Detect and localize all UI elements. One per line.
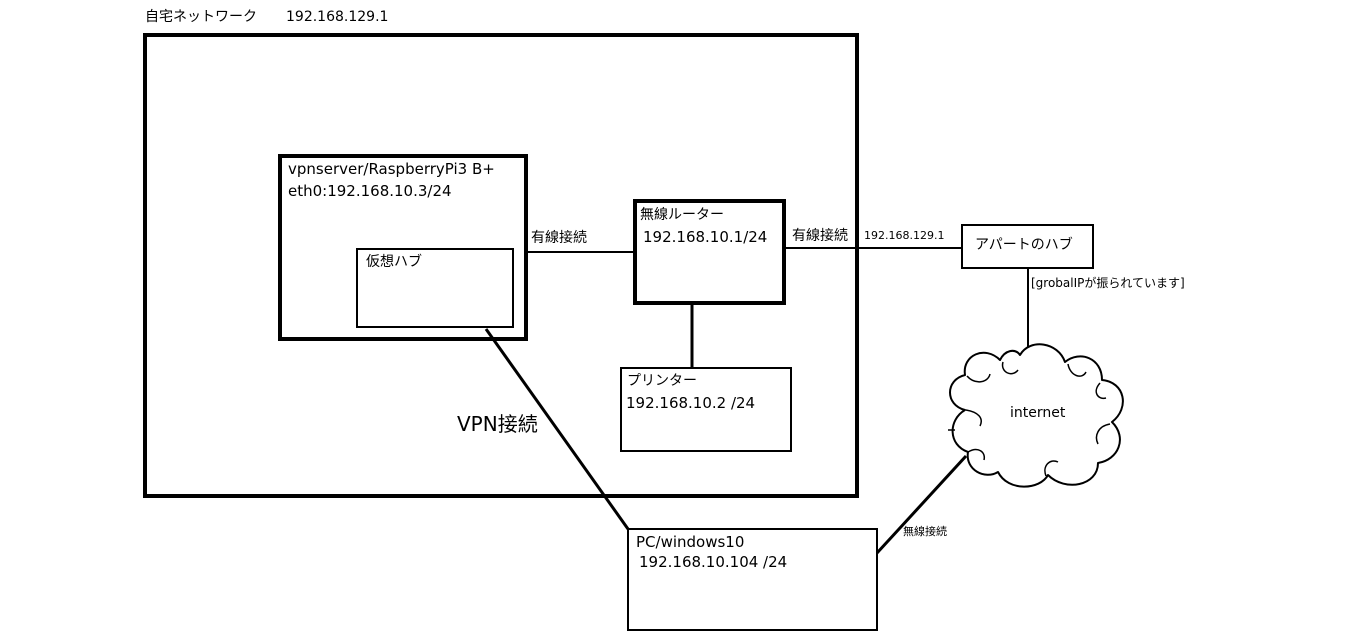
pc-ip: 192.168.10.104 /24 [639, 553, 788, 571]
vpnserver-ip: eth0:192.168.10.3/24 [288, 182, 452, 200]
vpnserver-box [278, 154, 528, 341]
home-network-title: 自宅ネットワーク [145, 9, 257, 25]
virtual-hub-label: 仮想ハブ [366, 254, 422, 270]
vpn-link-label: VPN接続 [457, 412, 538, 436]
home-network-boundary [143, 33, 859, 498]
wired-link-label-2: 有線接続 [792, 228, 848, 244]
internet-label: internet [1010, 405, 1066, 421]
apartment-hub-label: アパートのハブ [975, 237, 1073, 253]
pc-name: PC/windows10 [636, 533, 745, 551]
wireless-link [875, 454, 968, 555]
global-ip-note: [grobalIPが振られています] [1031, 276, 1185, 290]
pc-box [627, 528, 878, 631]
wireless-link-label: 無線接続 [903, 525, 947, 538]
virtual-hub-box [356, 248, 514, 328]
internet-cloud [949, 343, 1124, 488]
router-name: 無線ルーター [640, 207, 724, 223]
printer-ip: 192.168.10.2 /24 [626, 394, 756, 412]
cloud-inner-curl [965, 361, 1111, 477]
printer-name: プリンター [627, 373, 697, 389]
vpn-link [484, 328, 630, 530]
router-ip: 192.168.10.1/24 [643, 228, 768, 246]
wired-link-label-1: 有線接続 [531, 230, 587, 246]
wired-link-ip-label: 192.168.129.1 [864, 229, 945, 242]
home-network-ip: 192.168.129.1 [286, 9, 389, 25]
printer-box [620, 367, 792, 452]
vpnserver-name: vpnserver/RaspberryPi3 B+ [288, 160, 495, 178]
